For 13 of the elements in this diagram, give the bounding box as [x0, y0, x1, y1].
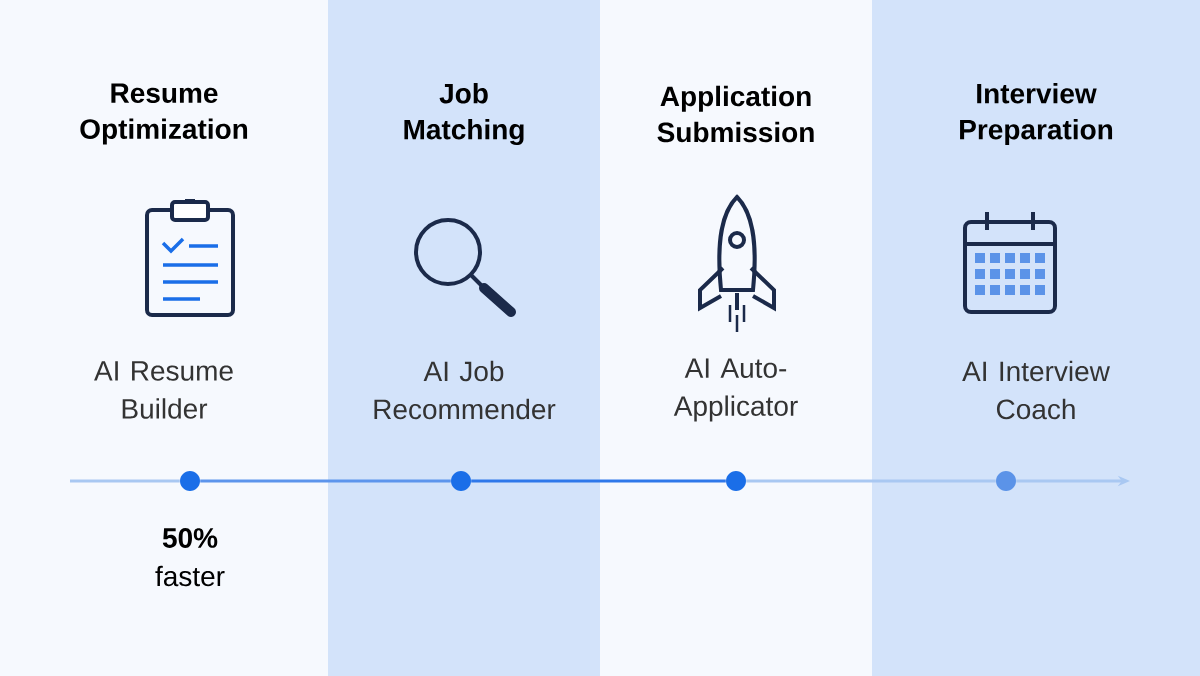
timeline-dot — [451, 471, 471, 491]
timeline-dot — [180, 471, 200, 491]
column-band: Job Matching AI Job Recommender — [328, 0, 600, 676]
column-band: Application Submission AI Auto-Applicator — [600, 0, 872, 676]
timeline-line — [471, 479, 726, 483]
stat-text: faster — [155, 565, 225, 587]
timeline-line — [70, 479, 180, 483]
timeline-line — [200, 479, 451, 483]
timeline-dot — [726, 471, 746, 491]
timeline-line — [746, 479, 996, 483]
stat-text: 50% — [162, 528, 218, 548]
timeline-dot — [996, 471, 1016, 491]
column-band: Interview Preparation AI Interview Coach — [872, 0, 1200, 676]
